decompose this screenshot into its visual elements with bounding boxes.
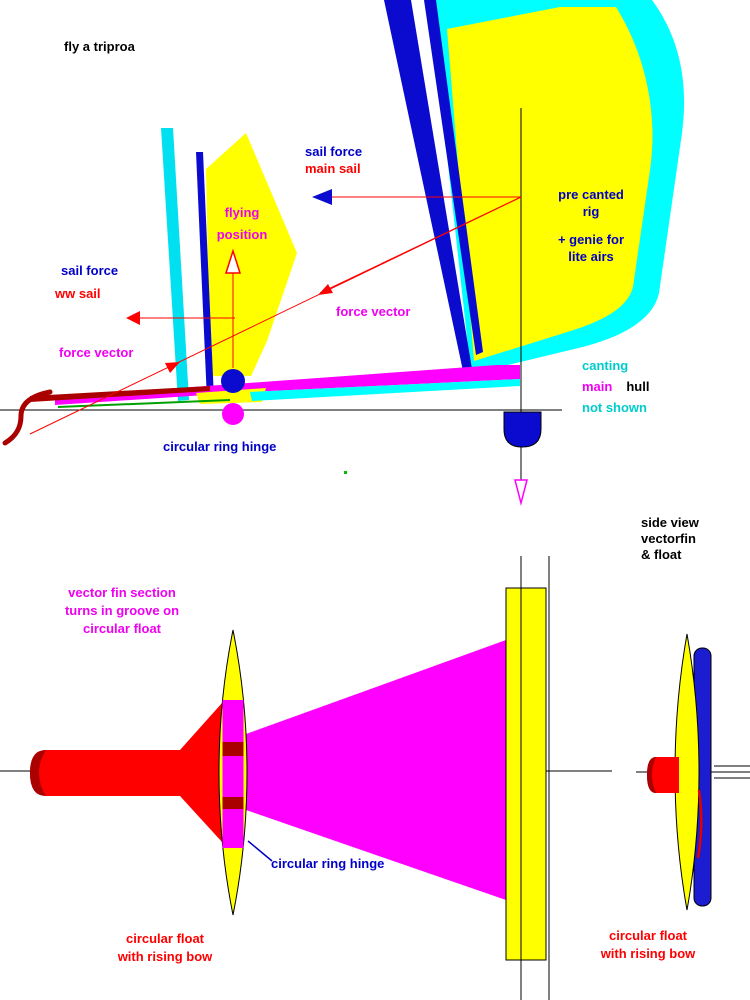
sail-force-ww-label: sail force ww sail <box>55 259 118 305</box>
side-view-line1: side view <box>641 515 699 530</box>
ring-hinge-magenta-disc <box>222 403 244 425</box>
green-dot <box>344 471 347 474</box>
plan-fin-section <box>222 700 244 848</box>
side-float-lens <box>674 633 700 911</box>
float-right-line2: with rising bow <box>600 946 696 961</box>
main-mast-stripe-1 <box>384 0 472 371</box>
sail-force-main-label: sail force main sail <box>305 143 362 177</box>
float-right-label: circular float with rising bow <box>578 927 718 963</box>
float-left-label: circular float with rising bow <box>95 930 235 966</box>
pre-canted-line1: pre canted <box>558 187 624 202</box>
canting-line2: main hull <box>582 376 649 397</box>
flying-position-arrow-icon <box>224 248 242 274</box>
plan-fin-band-1 <box>222 742 244 756</box>
pre-canted-line3: + genie for <box>557 232 625 247</box>
beam-darkred-strip <box>30 386 210 402</box>
vector-fin-note-line2: turns in groove on <box>64 603 180 618</box>
sail-force-main-arrow-icon <box>312 189 332 205</box>
side-view-drawing <box>636 633 750 911</box>
beam-cyan-underside <box>250 379 520 401</box>
canting-note-label: canting main hull not shown <box>582 355 649 418</box>
float-front-blue <box>503 411 542 448</box>
vector-fin-note-line3: circular float <box>82 621 162 636</box>
sail-force-ww-line2: ww sail <box>55 286 101 301</box>
page-title: fly a triproa <box>64 39 135 54</box>
hull-beam <box>2 365 520 446</box>
canting-line3: not shown <box>582 400 647 415</box>
ww-sail <box>161 128 297 401</box>
bow-hook <box>2 389 53 446</box>
pre-canted-line2: rig <box>582 204 600 219</box>
float-right-line1: circular float <box>608 928 688 943</box>
main-rig-sail <box>384 0 685 374</box>
side-view-line2: vectorfin <box>641 531 696 546</box>
flying-position-line1: flying <box>224 205 260 220</box>
force-vector-main-label: force vector <box>336 304 411 319</box>
pre-canted-rig-label: pre canted rig + genie for lite airs <box>543 186 639 265</box>
flying-position-line2: position <box>216 227 268 242</box>
ring-hinge-top-label: circular ring hinge <box>163 439 277 454</box>
beam-magenta <box>55 365 520 405</box>
flying-position-label: flying position <box>210 202 274 246</box>
main-sail-yellow <box>447 7 653 361</box>
side-view-label: side view vectorfin & float <box>641 515 699 563</box>
float-left-line1: circular float <box>125 931 205 946</box>
canting-hull-word: hull <box>626 379 650 394</box>
plan-fin-band-2 <box>222 797 244 809</box>
beam-green-line <box>57 399 231 408</box>
force-vector-main-arrow-icon <box>318 284 333 295</box>
vector-fin-note-line1: vector fin section <box>68 585 176 600</box>
plan-bow-rod <box>30 750 180 796</box>
plan-bow-cap <box>30 750 46 796</box>
sail-force-main-line2: main sail <box>305 161 361 176</box>
side-red-arc <box>696 789 703 859</box>
main-mast-stripe-2 <box>424 0 483 355</box>
force-vector-ww-label: force vector <box>59 345 134 360</box>
sail-force-main-line1: sail force <box>305 144 363 159</box>
side-bow-rod <box>647 757 679 793</box>
vector-fin-note-label: vector fin section turns in groove on ci… <box>40 584 204 638</box>
side-view-line3: & float <box>641 547 682 562</box>
sail-force-ww-arrow-icon <box>126 311 140 325</box>
side-bow-cap <box>647 757 656 793</box>
down-arrow-icon <box>514 479 528 506</box>
float-left-line2: with rising bow <box>117 949 213 964</box>
force-vector-ww-arrow-icon <box>165 362 180 373</box>
canting-main-word: main <box>582 379 613 394</box>
plan-bow-flare <box>180 703 222 842</box>
pre-canted-line4: lite airs <box>568 249 614 264</box>
plan-view <box>0 556 612 1000</box>
ww-sail-yellow <box>206 133 297 376</box>
ww-mast-blue <box>196 152 214 400</box>
plan-main-hull-band <box>505 587 547 961</box>
ring-hinge-bottom-label: circular ring hinge <box>271 856 385 871</box>
plan-vectorfin-trapezoid <box>246 640 506 900</box>
sail-force-ww-line1: sail force <box>61 263 119 278</box>
force-vectors <box>29 189 522 435</box>
long-force-line <box>29 196 522 435</box>
ring-hinge-pointer-line <box>247 840 273 862</box>
canting-line1: canting <box>582 358 629 373</box>
ring-hinge-blue-disc <box>221 369 245 393</box>
ww-mast-cyan <box>161 128 189 401</box>
